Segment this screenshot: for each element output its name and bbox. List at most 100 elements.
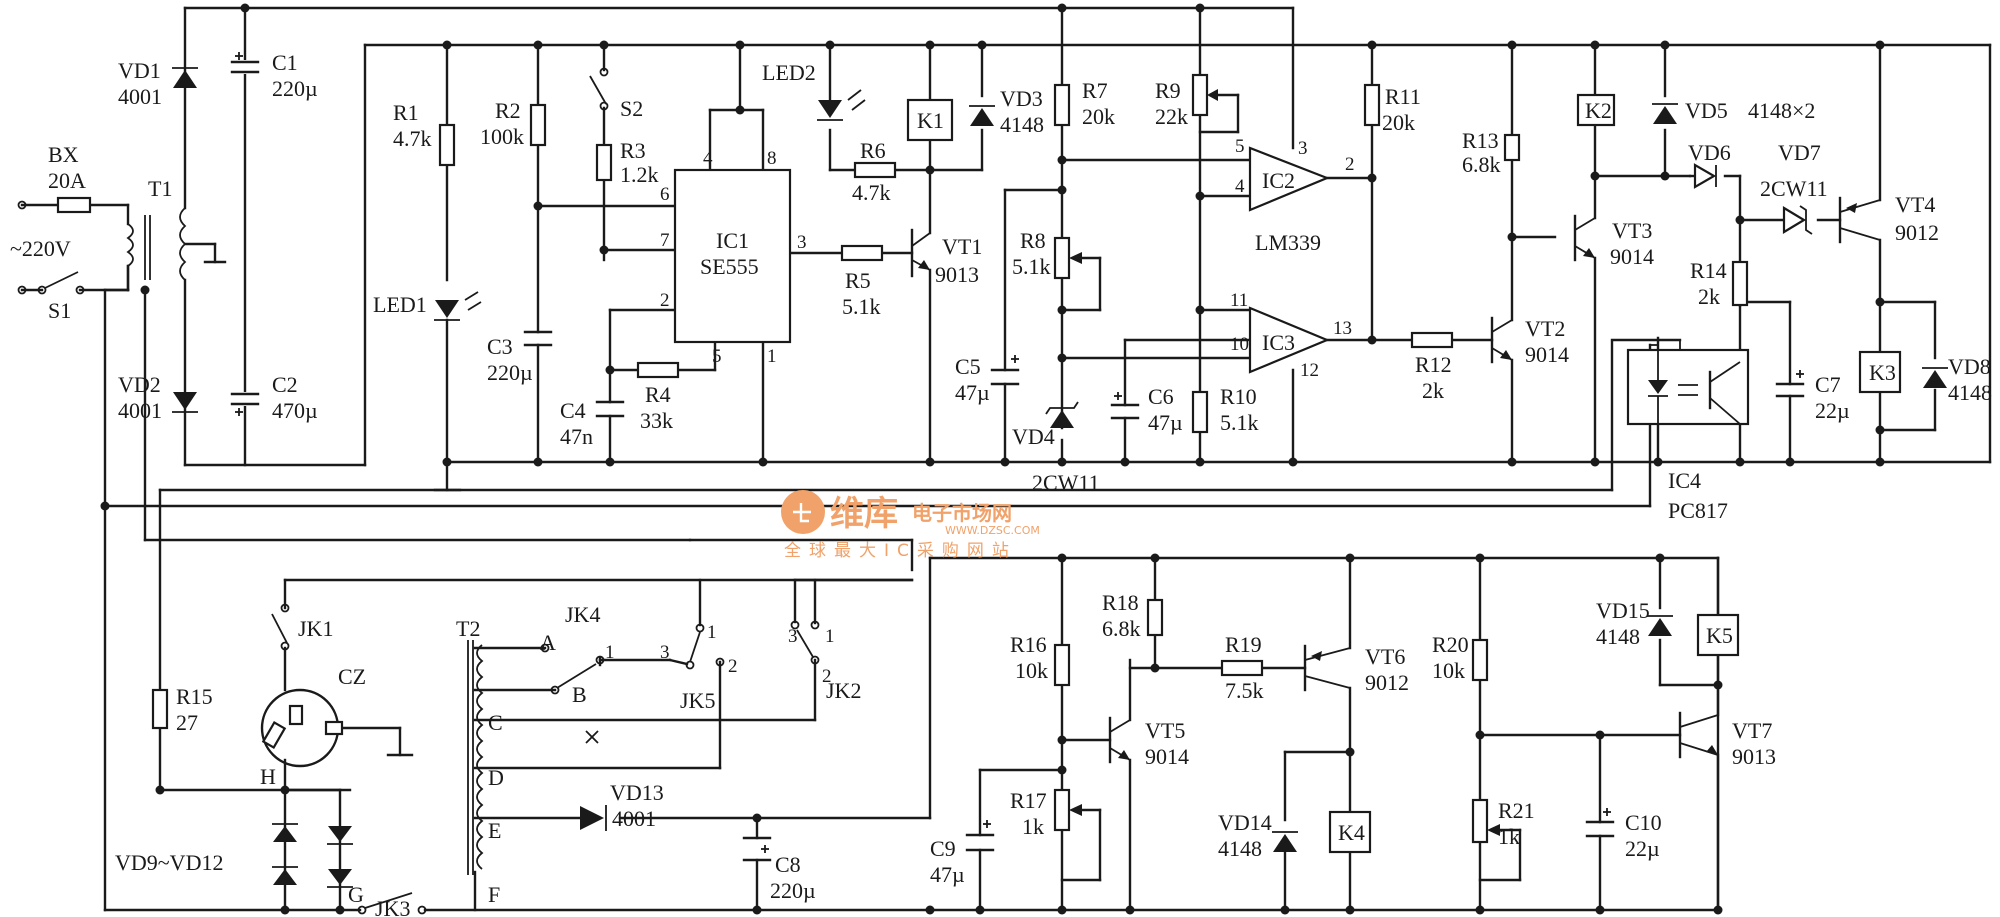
label-r12-val: 2k [1422,378,1444,403]
label-r2-val: 100k [480,124,524,149]
cross-mark [585,730,599,744]
label-r12: R12 [1415,352,1452,377]
label-r7: R7 [1082,78,1108,103]
transformer-t2 [467,640,484,875]
capacitor-c10 [1585,820,1615,838]
label-c1: C1 [272,50,298,75]
label-vt7: VT7 [1732,718,1772,743]
label-ic4-part: PC817 [1668,498,1728,523]
resistor-r14 [1731,260,1749,307]
resistor-r18 [1146,598,1164,637]
components [17,52,1948,915]
pin-jk4-1: 1 [605,642,615,663]
zener-vd4 [1045,401,1079,428]
label-c8-val: 220µ [770,878,816,903]
resistor-r15 [151,688,169,730]
transistor-vt3 [1573,214,1596,262]
label-tap-f: F [488,882,500,907]
label-vd3: VD3 [1000,86,1043,111]
label-vd13: VD13 [610,780,664,805]
zener-vd7 [1782,205,1813,235]
pin-ic1-5: 5 [712,346,722,367]
label-vd1-val: 4001 [118,84,162,109]
label-vt5: VT5 [1145,718,1185,743]
relay-k2 [1576,93,1616,127]
transistor-vt6 [1303,644,1351,692]
comparator-ic2 [1248,146,1330,212]
label-bx-val: 20A [48,168,86,193]
label-r13: R13 [1462,128,1499,153]
capacitor-c9 [965,833,995,852]
label-s1: S1 [48,298,71,323]
label-r19: R19 [1225,632,1262,657]
pin-jk5-2: 2 [728,656,738,677]
label-vd5-val: 4148×2 [1748,98,1815,123]
label-c2: C2 [272,372,298,397]
pin-ic3-13: 13 [1333,318,1352,339]
label-led2: LED2 [762,60,816,85]
pin-ic3-11: 11 [1230,290,1248,311]
transistor-vt7 [1678,711,1719,759]
wiring [20,6,1992,912]
label-vt4-part: 9012 [1895,220,1939,245]
label-ic1: IC1 [716,228,749,253]
label-node-g: G [348,882,364,907]
transistor-vt5 [1108,716,1131,764]
resistor-r13 [1503,133,1521,162]
capacitor-c4 [595,400,625,418]
pin-ic2-4: 4 [1235,176,1245,197]
label-vt7-part: 9013 [1732,744,1776,769]
diode-vd13 [580,805,607,831]
optocoupler-ic4 [1610,338,1750,426]
label-tap-e: E [488,818,501,843]
diode-vd15 [1647,615,1673,636]
pin-jk2-3: 3 [788,626,798,647]
relay-k4 [1328,810,1372,854]
label-ic2: IC2 [1262,168,1295,193]
label-vt6: VT6 [1365,644,1405,669]
label-ic1-part: SE555 [700,254,759,279]
label-r4-val: 33k [640,408,673,433]
label-vd4-part: 2CW11 [1032,470,1100,495]
label-s2: S2 [620,96,643,121]
label-r17: R17 [1010,788,1047,813]
pin-jk5-1: 1 [707,622,717,643]
resistor-r20 [1471,638,1489,682]
resistor-r12 [1410,331,1454,349]
label-vd2: VD2 [118,372,161,397]
diode-vd5 [1652,103,1678,124]
label-r11-val: 20k [1382,110,1415,135]
label-r16-val: 10k [1015,658,1048,683]
resistor-r21 [1471,798,1489,844]
label-r3: R3 [620,138,646,163]
capacitor-c8 [742,836,772,862]
label-k3: K3 [1869,360,1896,385]
label-r1: R1 [393,100,419,125]
label-r10-val: 5.1k [1220,410,1259,435]
label-ic3: IC3 [1262,330,1295,355]
pin-ic3-10: 10 [1230,334,1249,355]
pin-jk2-2: 2 [822,666,832,687]
transistor-vt1 [910,228,931,278]
diode-vd6 [1693,163,1717,189]
resistor-r4 [636,361,680,379]
resistor-r17 [1053,788,1071,832]
labels: BX 20A ~220V S1 T1 VD1 4001 VD2 4001 C1 … [10,50,1992,917]
label-r18-val: 6.8k [1102,616,1141,641]
label-bridge: VD9~VD12 [115,850,223,875]
resistor-r8 [1053,236,1071,280]
label-vd15: VD15 [1596,598,1650,623]
label-c5-val: 47µ [955,380,990,405]
label-k1: K1 [917,108,944,133]
label-k5: K5 [1706,623,1733,648]
transistor-vt2 [1490,316,1513,364]
resistor-r2 [529,103,547,147]
label-c9: C9 [930,836,956,861]
watermark: 维库 电子市场网 WWW.DZSC.COM 全球最大IC采购网站 [781,490,1040,561]
label-r20-val: 10k [1432,658,1465,683]
pin-ic1-2: 2 [660,290,670,311]
label-vt3: VT3 [1612,218,1652,243]
label-c10-val: 22µ [1625,836,1660,861]
label-c7: C7 [1815,372,1841,397]
